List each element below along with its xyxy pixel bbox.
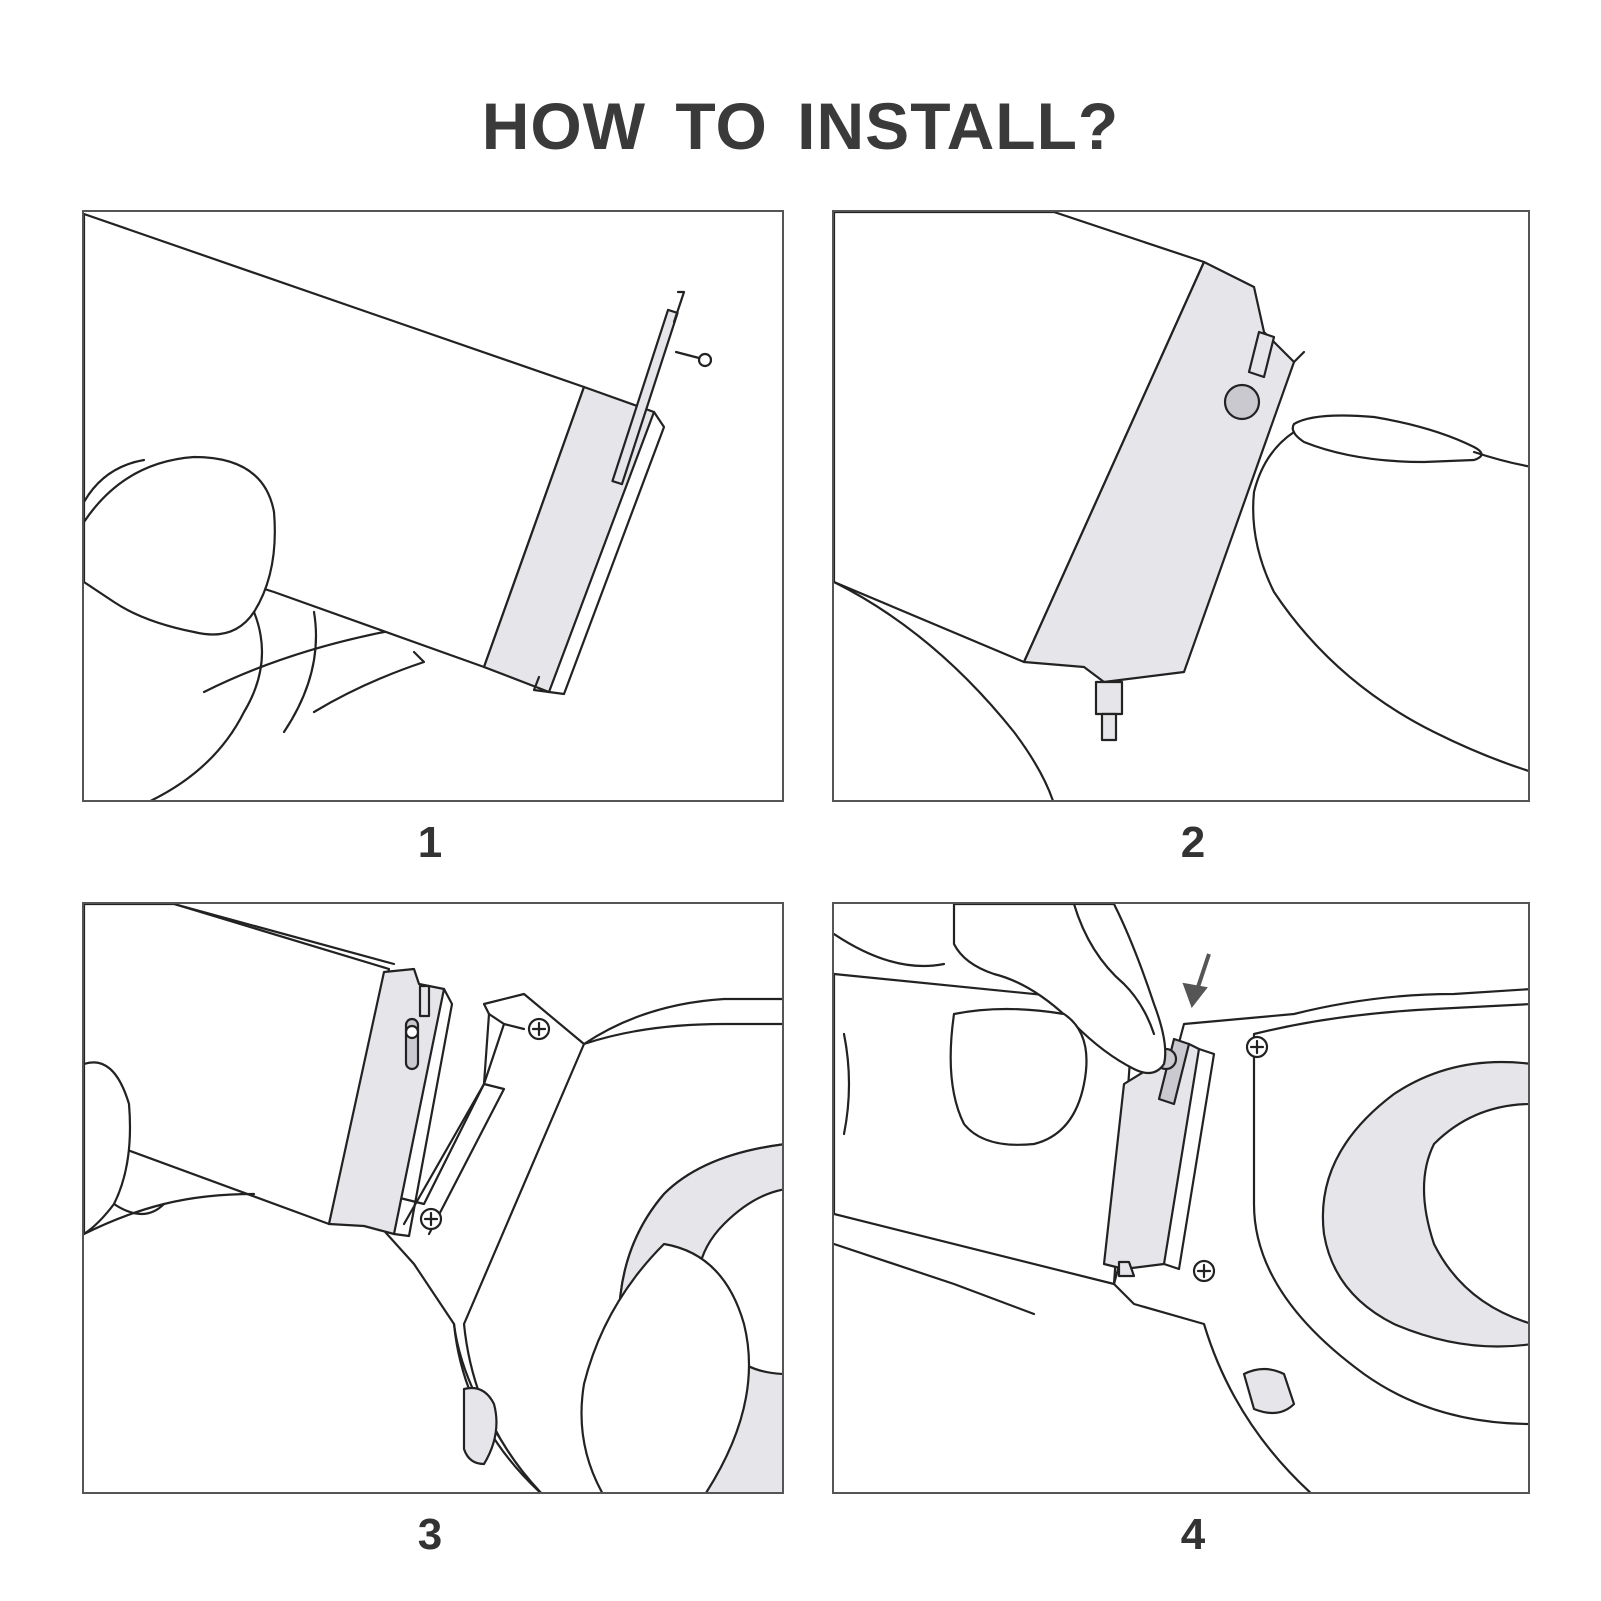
spring-bar-icon — [404, 984, 431, 1071]
finger-icon — [1252, 414, 1528, 772]
step-1-illustration — [84, 212, 713, 800]
finger-icon — [834, 904, 1167, 1316]
spring-bar-icon — [1094, 330, 1276, 742]
step-4-number: 4 — [1180, 1510, 1206, 1559]
step-1-panel — [82, 210, 784, 802]
screw-icon — [419, 1207, 443, 1231]
finger-icon — [84, 1061, 256, 1236]
screw-icon — [1245, 1035, 1269, 1059]
step-2-panel — [832, 210, 1530, 802]
step-2-number: 2 — [1180, 818, 1206, 867]
screw-icon — [1192, 1259, 1216, 1283]
spring-bar-icon — [611, 290, 713, 486]
screw-icon — [527, 1017, 551, 1041]
step-3-number: 3 — [417, 1510, 443, 1559]
step-3-panel — [82, 902, 784, 1494]
watch-case-icon — [367, 992, 782, 1492]
step-2-illustration — [834, 212, 1528, 800]
finger-icon — [84, 455, 426, 800]
step-4-illustration — [834, 904, 1528, 1492]
arrow-down-icon — [1182, 953, 1211, 1009]
watch-case-icon — [1112, 988, 1528, 1492]
step-1-number: 1 — [417, 818, 443, 867]
page-title: HOW TO INSTALL? — [481, 89, 1120, 163]
step-4-panel — [832, 902, 1530, 1494]
step-3-illustration — [84, 904, 782, 1492]
